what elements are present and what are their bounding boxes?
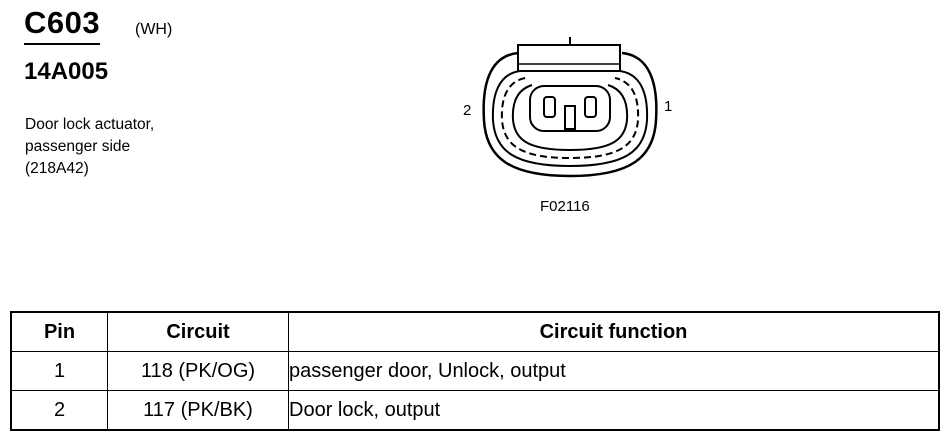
connector-id: C603 [24, 4, 101, 45]
header-function: Circuit function [288, 311, 940, 352]
part-number: 14A005 [24, 58, 109, 85]
center-key [564, 105, 576, 130]
row-function: Door lock, output [288, 390, 940, 431]
description-line-3: (218A42) [25, 160, 89, 177]
header-circuit: Circuit [107, 311, 289, 352]
terminal-housing [529, 85, 611, 132]
row-pin: 1 [10, 351, 108, 391]
pin-1-label: 1 [664, 98, 673, 115]
row-pin: 2 [10, 390, 108, 431]
row-function: passenger door, Unlock, output [288, 351, 940, 391]
description-line-2: passenger side [25, 138, 131, 155]
terminal-1 [584, 96, 597, 118]
description-line-1: Door lock actuator, [25, 116, 155, 133]
terminal-2 [543, 96, 556, 118]
header-pin: Pin [10, 311, 108, 352]
row-circuit: 118 (PK/OG) [107, 351, 289, 391]
connector-shell [482, 51, 658, 178]
locking-tab [517, 44, 621, 72]
pinout-table: Pin Circuit Circuit function 1 118 (PK/O… [10, 311, 940, 431]
table-header-row: Pin Circuit Circuit function [10, 311, 940, 352]
figure-id: F02116 [540, 198, 590, 215]
table-row: 2 117 (PK/BK) Door lock, output [10, 390, 940, 431]
row-circuit: 117 (PK/BK) [107, 390, 289, 431]
table-row: 1 118 (PK/OG) passenger door, Unlock, ou… [10, 351, 940, 391]
connector-face-diagram [482, 37, 658, 178]
connector-color: (WH) [135, 21, 173, 38]
pin-2-label: 2 [463, 102, 472, 119]
